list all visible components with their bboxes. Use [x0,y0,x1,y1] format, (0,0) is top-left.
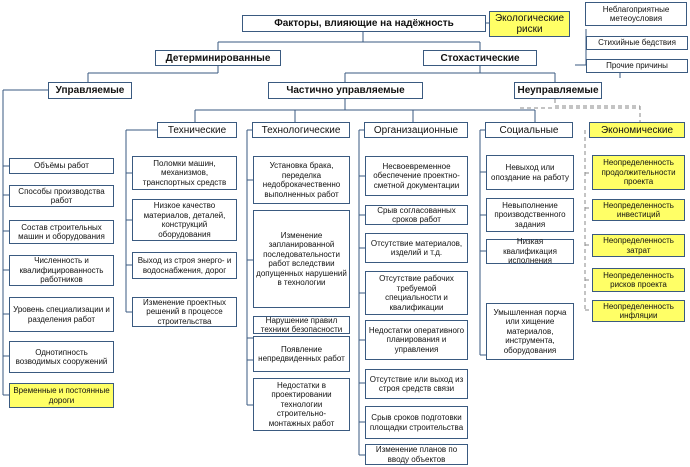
partially-controlled-box: Частично управляемые [268,82,423,99]
organizational-item: Срыв согласованных сроков работ [365,205,468,225]
ecology-risks-box: Экологические риски [489,11,570,37]
technical-category: Технические [157,122,237,138]
controlled-item: Временные и постоянные дороги [9,383,114,408]
controlled-item: Состав строительных машин и оборудования [9,220,114,244]
organizational-category: Организационные [364,122,468,138]
technological-item: Нарушение правил техники безопасности [253,316,350,334]
social-category: Социальные [485,122,573,138]
economic-item: Неопределенность инвестиций [592,199,685,221]
organizational-item: Отсутствие материалов, изделий и т.д. [365,233,468,263]
stochastic-box: Стохастические [423,50,537,66]
technical-item: Низкое качество материалов, деталей, кон… [132,199,237,241]
economic-item: Неопределенность продолжительности проек… [592,155,685,190]
weather-box: Неблагоприятные метеоусловия [585,2,687,26]
technological-item: Появление непредвиденных работ [253,336,350,372]
social-item: Невыполнение производственного задания [486,198,574,232]
technological-item: Изменение запланированной последовательн… [253,210,350,308]
technical-item: Изменение проектных решений в процессе с… [132,297,237,327]
economic-item: Неопределенность затрат [592,234,685,257]
technical-item: Выход из строя энерго- и водоснабжения, … [132,252,237,279]
social-item: Низкая квалификация исполнения [486,237,574,265]
deterministic-box: Детерминированные [155,50,281,66]
economic-category: Экономические [589,122,685,138]
controlled-item: Уровень специализации и разделения работ [9,297,114,332]
controlled-item: Способы производства работ [9,185,114,207]
technical-item: Поломки машин, механизмов, транспортных … [132,156,237,190]
economic-item: Неопределенность рисков проекта [592,268,685,292]
title-box: Факторы, влияющие на надёжность [242,15,486,32]
social-item: Умышленная порча или хищение материалов,… [486,303,574,360]
organizational-item: Недостатки оперативного планирования и у… [365,320,468,360]
controlled-item: Численность и квалифицированность работн… [9,255,114,286]
disasters-box: Стихийные бедствия [586,36,688,50]
social-item: Невыход или опоздание на работу [486,155,574,190]
organizational-item: Срыв сроков подготовки площадки строител… [365,406,468,439]
organizational-item: Несвоевременное обеспечение проектно-сме… [365,156,468,196]
uncontrolled-box: Неуправляемые [514,82,602,99]
controlled-box: Управляемые [48,82,132,99]
controlled-item: Объёмы работ [9,158,114,174]
other-causes-box: Прочие причины [586,59,688,73]
technological-category: Технологические [252,122,350,138]
economic-item: Неопределенность инфляции [592,300,685,322]
organizational-item: Отсутствие рабочих требуемой специальнос… [365,271,468,315]
technological-item: Установка брака, переделка недоброкачест… [253,156,350,204]
controlled-item: Однотипность возводимых сооружений [9,341,114,373]
organizational-item: Отсутствие или выход из строя средств св… [365,369,468,399]
organizational-item: Изменение планов по вводу объектов [365,444,468,465]
technological-item: Недостатки в проектировании технологии с… [253,378,350,431]
